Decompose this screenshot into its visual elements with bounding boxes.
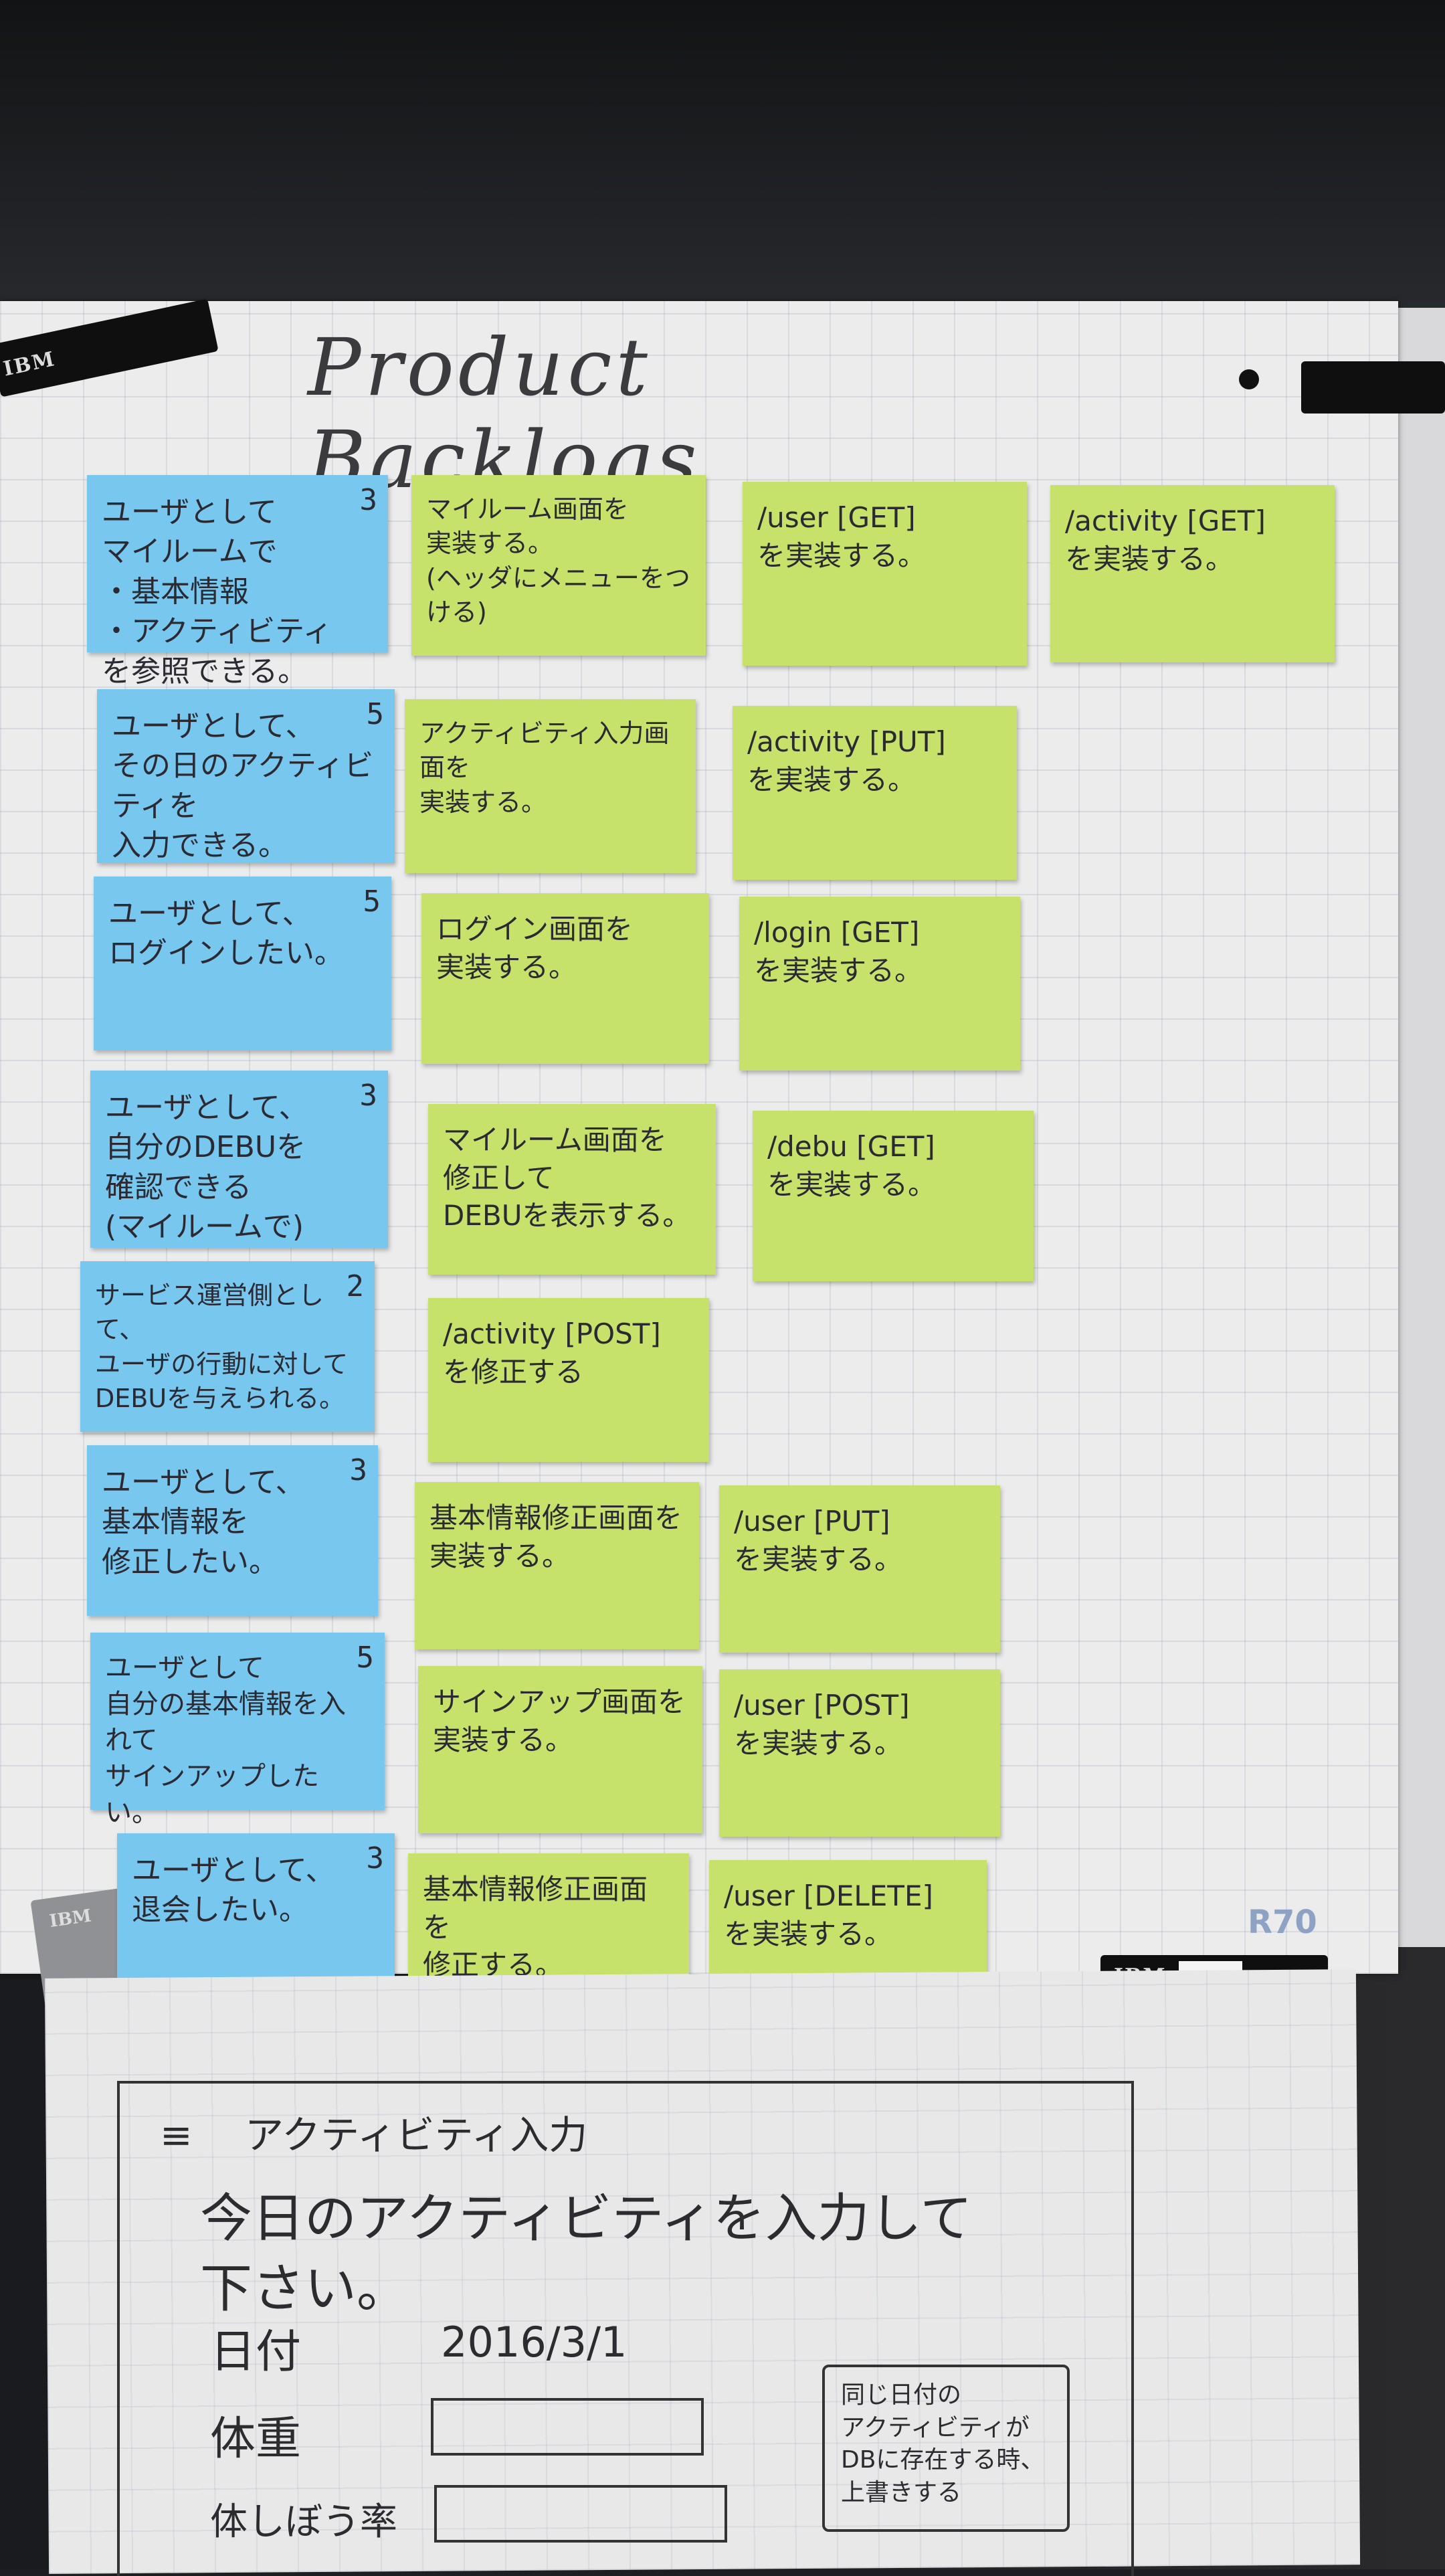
- story-text: ユーザとして、 退会したい。: [132, 1853, 335, 1928]
- date-value: 2016/3/1: [441, 2318, 628, 2367]
- task-note: /activity [GET] を実装する。: [1050, 485, 1335, 662]
- task-note: 基本情報修正画面を 実装する。: [415, 1482, 699, 1649]
- task-text: /debu [GET] を実装する。: [767, 1130, 937, 1201]
- task-text: サインアップ画面を 実装する。: [433, 1685, 686, 1756]
- story-text: ユーザとして 自分の基本情報を入れて サインアップしたい。: [105, 1653, 346, 1828]
- story-note: ユーザとして、 その日のアクティビティを 入力できる。 5: [97, 689, 395, 863]
- story-points: 5: [363, 885, 381, 919]
- story-text: サービス運営側として、 ユーザの行動に対して DEBUを与えられる。: [95, 1281, 349, 1413]
- story-note: ユーザとして、 自分のDEBUを 確認できる (マイルームで) 3: [90, 1071, 388, 1248]
- task-note: /user [PUT] を実装する。: [719, 1485, 1000, 1653]
- task-text: マイルーム画面を 実装する。 (ヘッダにメニューをつける): [426, 494, 690, 627]
- story-note: ユーザとして マイルームで ・基本情報 ・アクティビティ を参照できる。 3: [87, 475, 388, 688]
- task-note: サインアップ画面を 実装する。: [418, 1666, 702, 1833]
- task-note: /login [GET] を実装する。: [739, 897, 1020, 1071]
- paper-watermark: R70: [1248, 1904, 1317, 1941]
- sketch-header-title: アクティビティ入力: [245, 2112, 588, 2158]
- task-note: /user [POST] を実装する。: [719, 1669, 1000, 1837]
- story-points: 5: [356, 1641, 375, 1675]
- story-note: ユーザとして 自分の基本情報を入れて サインアップしたい。 5: [90, 1633, 385, 1828]
- task-text: /user [DELETE] を実装する。: [724, 1879, 933, 1950]
- wireframe-sketch: ≡ アクティビティ入力 今日のアクティビティを入力して 下さい。 日付 2016…: [117, 2081, 1134, 2576]
- task-note: マイルーム画面を 実装する。 (ヘッダにメニューをつける): [411, 475, 706, 656]
- eraser-brand-label: IBM: [48, 1906, 93, 1932]
- story-text: ユーザとして、 基本情報を 修正したい。: [102, 1465, 305, 1579]
- task-text: マイルーム画面を 修正して DEBUを表示する。: [443, 1123, 691, 1232]
- sketch-header: ≡ アクティビティ入力: [160, 2104, 587, 2160]
- task-text: ログイン画面を 実装する。: [436, 913, 634, 984]
- magnet-brand-label: IBM: [1, 347, 58, 381]
- magnet-top-right: [1301, 361, 1445, 413]
- weight-label: 体重: [210, 2413, 302, 2466]
- bodyfat-input-box: [434, 2485, 727, 2543]
- task-note: /debu [GET] を実装する。: [753, 1111, 1034, 1281]
- task-text: 基本情報修正画面を 実装する。: [429, 1501, 683, 1572]
- task-note: アクティビティ入力画面を 実装する。: [405, 699, 696, 873]
- story-points: 3: [349, 1453, 368, 1487]
- story-note: サービス運営側として、 ユーザの行動に対して DEBUを与えられる。 2: [80, 1261, 375, 1432]
- task-text: /activity [POST] を修正する: [443, 1317, 661, 1388]
- sketch-prompt: 今日のアクティビティを入力して 下さい。: [200, 2189, 973, 2320]
- pin-top-right: [1239, 369, 1259, 389]
- story-points: 3: [359, 1079, 378, 1113]
- date-label: 日付: [210, 2326, 302, 2379]
- dark-wall: [0, 0, 1445, 348]
- task-text: /activity [GET] を実装する。: [1065, 504, 1266, 575]
- weight-input-box: [431, 2398, 704, 2456]
- task-note: /activity [POST] を修正する: [428, 1298, 709, 1462]
- story-points: 3: [366, 1841, 385, 1875]
- task-note: /activity [PUT] を実装する。: [733, 706, 1017, 880]
- task-text: /user [PUT] を実装する。: [734, 1505, 903, 1576]
- task-note: /user [GET] を実装する。: [743, 482, 1027, 666]
- menu-icon: ≡: [160, 2112, 193, 2158]
- story-note: ユーザとして、 基本情報を 修正したい。 3: [87, 1445, 378, 1616]
- task-note: マイルーム画面を 修正して DEBUを表示する。: [428, 1104, 716, 1275]
- task-text: /activity [PUT] を実装する。: [747, 725, 946, 796]
- task-text: /login [GET] を実装する。: [754, 916, 923, 987]
- bodyfat-label: 体しぼう率: [210, 2500, 397, 2544]
- story-note: ユーザとして、 ログインしたい。 5: [94, 877, 391, 1050]
- sketch-side-note: 同じ日付の アクティビティが DBに存在する時、 上書きする: [822, 2365, 1070, 2532]
- story-points: 3: [359, 483, 378, 517]
- story-text: ユーザとして マイルームで ・基本情報 ・アクティビティ を参照できる。: [102, 495, 332, 688]
- story-points: 2: [346, 1269, 365, 1303]
- story-points: 5: [366, 697, 385, 731]
- story-text: ユーザとして、 ログインしたい。: [108, 897, 344, 971]
- task-text: 基本情報修正画面を 修正する。: [423, 1873, 648, 1982]
- task-note: ログイン画面を 実装する。: [421, 893, 709, 1064]
- story-note: ユーザとして、 退会したい。 3: [117, 1833, 395, 2004]
- task-text: /user [GET] を実装する。: [757, 501, 927, 572]
- task-text: /user [POST] を実装する。: [734, 1689, 910, 1760]
- task-text: アクティビティ入力画面を 実装する。: [419, 719, 670, 817]
- story-text: ユーザとして、 自分のDEBUを 確認できる (マイルームで): [105, 1091, 308, 1245]
- story-text: ユーザとして、 その日のアクティビティを 入力できる。: [112, 709, 374, 863]
